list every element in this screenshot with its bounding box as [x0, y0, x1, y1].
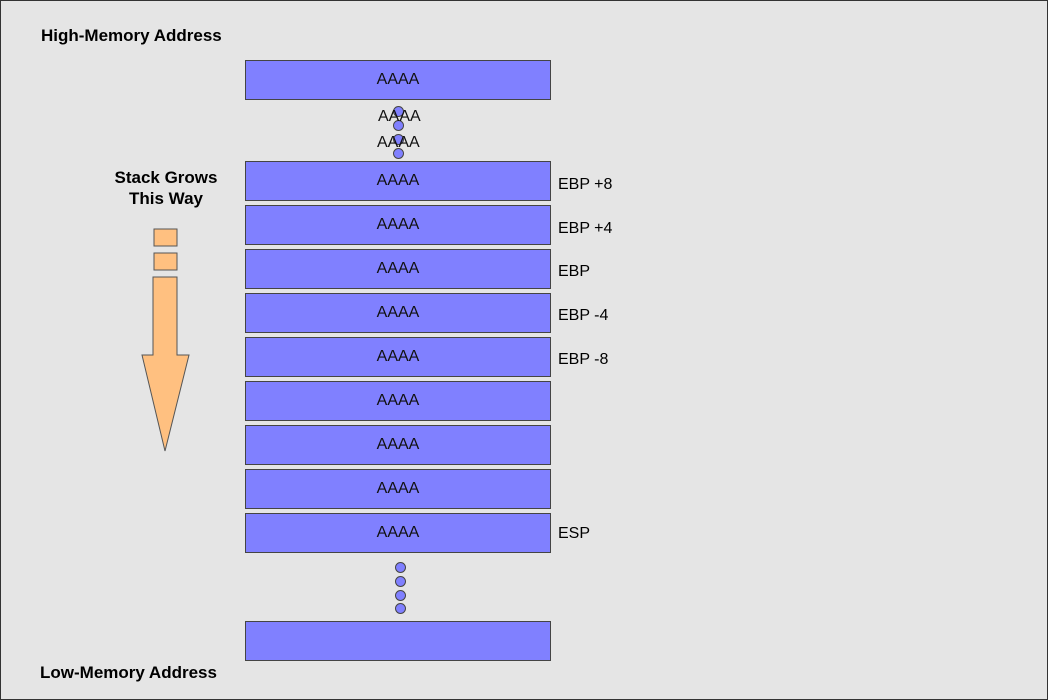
stack-block: AAAA	[245, 469, 551, 509]
pointer-label-esp: ESP	[558, 525, 591, 542]
down-arrow-icon	[141, 228, 190, 452]
ellipsis-dot	[395, 590, 406, 601]
stack-block-top: AAAA	[245, 60, 551, 100]
stack-block: AAAA	[245, 337, 551, 377]
stack-block: AAAA	[245, 161, 551, 201]
stack-grows-line1: Stack Grows	[114, 168, 218, 187]
stack-block-bottom	[245, 621, 551, 661]
pointer-label-ebp: EBP	[558, 263, 591, 280]
stack-block: AAAA	[245, 513, 551, 553]
ellipsis-dot	[393, 134, 404, 145]
pointer-label-ebp-minus8: EBP -8	[558, 351, 609, 368]
pointer-label-ebp-plus8: EBP +8	[558, 176, 613, 193]
pointer-label-ebp-plus4: EBP +4	[558, 220, 613, 237]
pointer-label-ebp-minus4: EBP -4	[558, 307, 609, 324]
arrow-body	[141, 276, 190, 452]
high-memory-label: High-Memory Address	[41, 26, 222, 45]
ellipsis-cell: AAAA	[378, 108, 421, 125]
arrow-segment-2	[153, 252, 178, 271]
ellipsis-dot	[393, 106, 404, 117]
arrow-segment-1	[153, 228, 178, 247]
stack-block: AAAA	[245, 249, 551, 289]
stack-grows-label: Stack Grows This Way	[101, 167, 231, 209]
stack-grows-line2: This Way	[129, 189, 203, 208]
stack-block: AAAA	[245, 425, 551, 465]
ellipsis-cell: AAAA	[377, 134, 420, 151]
stack-block: AAAA	[245, 205, 551, 245]
ellipsis-dot	[395, 562, 406, 573]
ellipsis-dot	[393, 120, 404, 131]
ellipsis-dot	[395, 603, 406, 614]
ellipsis-dot	[393, 148, 404, 159]
ellipsis-dot	[395, 576, 406, 587]
stack-block: AAAA	[245, 381, 551, 421]
low-memory-label: Low-Memory Address	[40, 663, 217, 682]
stack-block: AAAA	[245, 293, 551, 333]
